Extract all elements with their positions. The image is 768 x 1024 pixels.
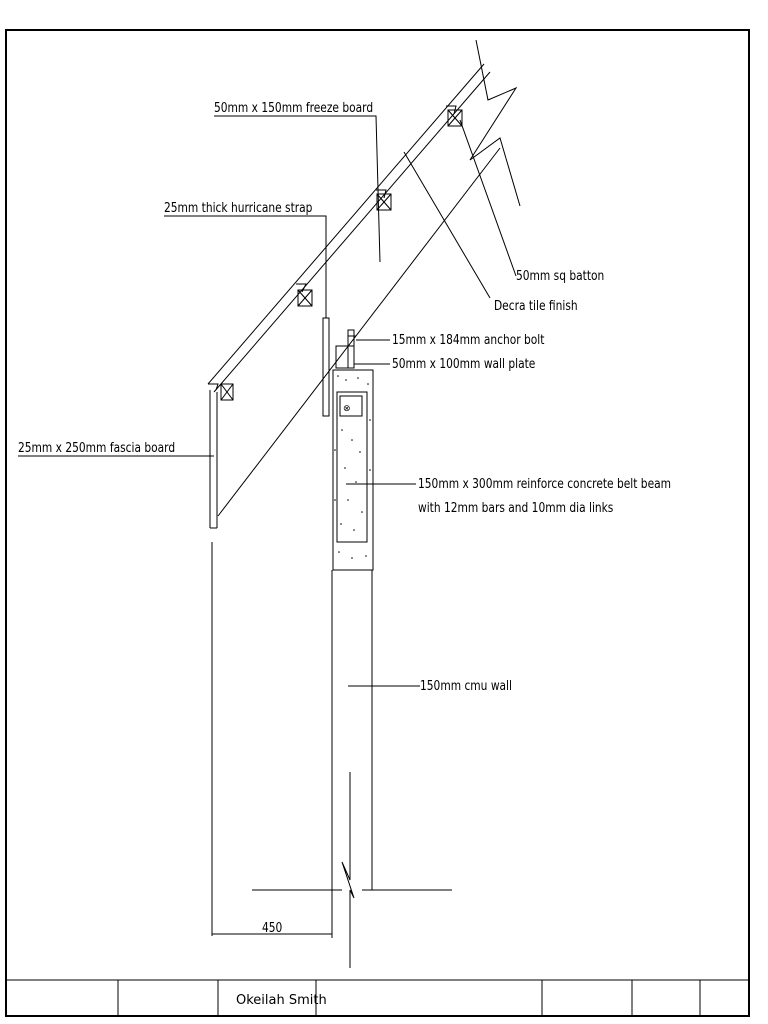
roof-break-line-1 — [469, 39, 518, 161]
label-anchor-bolt: 15mm x 184mm anchor bolt — [392, 332, 545, 347]
rafter-line — [217, 147, 501, 517]
cmu-wall — [252, 570, 452, 968]
batton-2 — [297, 289, 313, 307]
batton-1 — [220, 383, 234, 401]
label-belt-beam-line2: with 12mm bars and 10mm dia links — [418, 500, 613, 515]
belt-beam: ⊗ — [332, 369, 374, 571]
label-hurricane-strap: 25mm thick hurricane strap — [164, 200, 312, 215]
hurricane-strap — [322, 317, 330, 417]
wall-plate — [335, 329, 356, 369]
battons — [220, 109, 463, 401]
sheet-border — [5, 29, 750, 1017]
batton-3 — [376, 193, 392, 211]
label-wall-plate: 50mm x 100mm wall plate — [392, 356, 535, 371]
label-batton: 50mm sq batton — [516, 268, 604, 283]
roof-tiles — [207, 63, 491, 393]
roof-break-line-2 — [469, 137, 521, 207]
dimension-450 — [211, 542, 333, 938]
label-decra: Decra tile finish — [494, 298, 578, 313]
label-freeze-board: 50mm x 150mm freeze board — [214, 100, 373, 115]
svg-text:⊗: ⊗ — [343, 404, 351, 414]
label-cmu-wall: 150mm cmu wall — [420, 678, 512, 693]
title-block — [6, 979, 749, 1016]
label-belt-beam-line1: 150mm x 300mm reinforce concrete belt be… — [418, 476, 671, 491]
fascia-board — [209, 390, 218, 529]
label-dimension: 450 — [262, 920, 282, 935]
label-fascia: 25mm x 250mm fascia board — [18, 440, 175, 455]
batton-4 — [447, 109, 463, 127]
leader-lines — [18, 115, 517, 687]
title-block-author: Okeilah Smith — [236, 993, 327, 1008]
